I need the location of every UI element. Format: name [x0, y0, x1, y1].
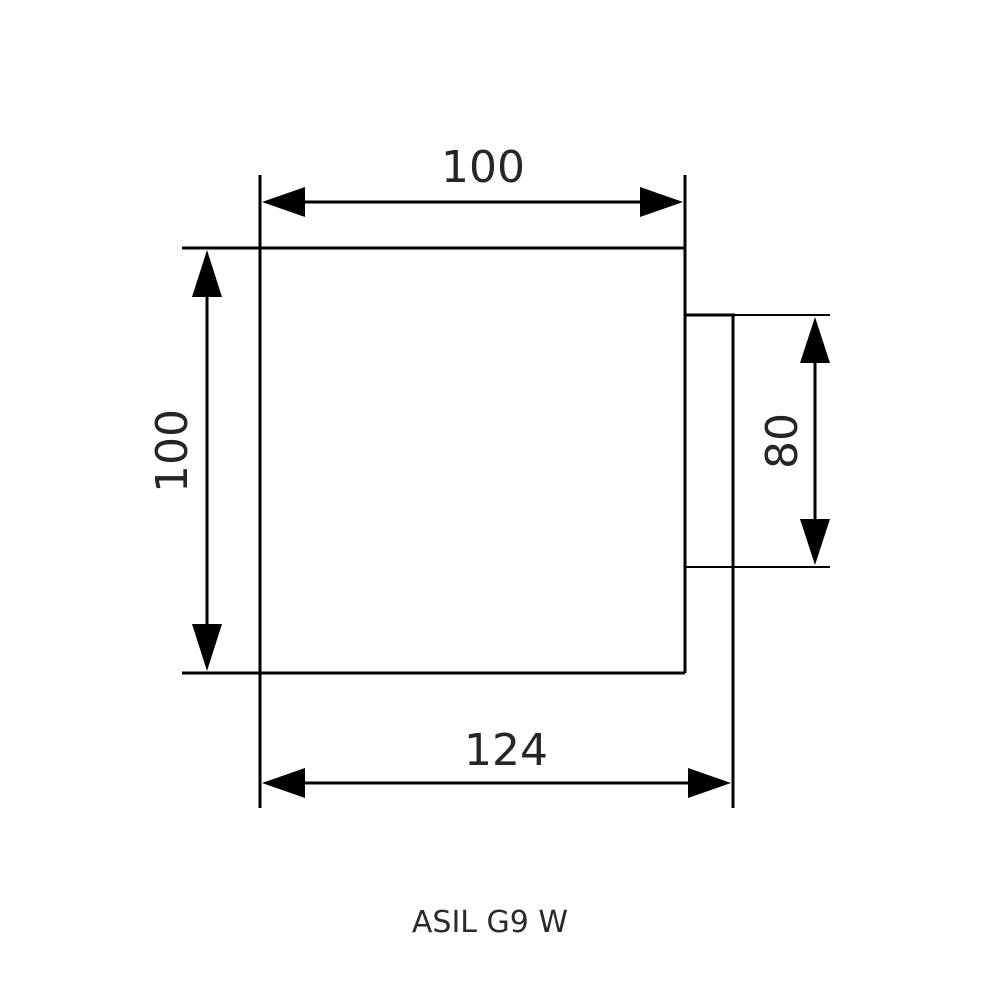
- arrow-down-icon: [192, 624, 222, 671]
- arrow-left-icon: [262, 768, 305, 798]
- side-protrusion: [685, 313, 830, 808]
- dimension-left-height: 100: [147, 250, 222, 671]
- dimension-right-height: 80: [757, 317, 830, 565]
- arrow-up-icon: [192, 250, 222, 297]
- dimension-label-right: 80: [757, 413, 808, 469]
- dimension-top-width: 100: [262, 142, 683, 217]
- arrow-left-icon: [262, 187, 305, 217]
- arrow-right-icon: [640, 187, 683, 217]
- arrow-down-icon: [800, 519, 830, 565]
- model-caption: ASIL G9 W: [412, 905, 568, 940]
- dimension-bottom-width: 124: [262, 725, 731, 798]
- arrow-up-icon: [800, 317, 830, 363]
- main-body: [182, 175, 687, 808]
- dimension-label-left: 100: [147, 409, 198, 493]
- dimension-label-bottom: 124: [464, 725, 548, 776]
- arrow-right-icon: [688, 768, 731, 798]
- dimension-label-top: 100: [441, 142, 525, 193]
